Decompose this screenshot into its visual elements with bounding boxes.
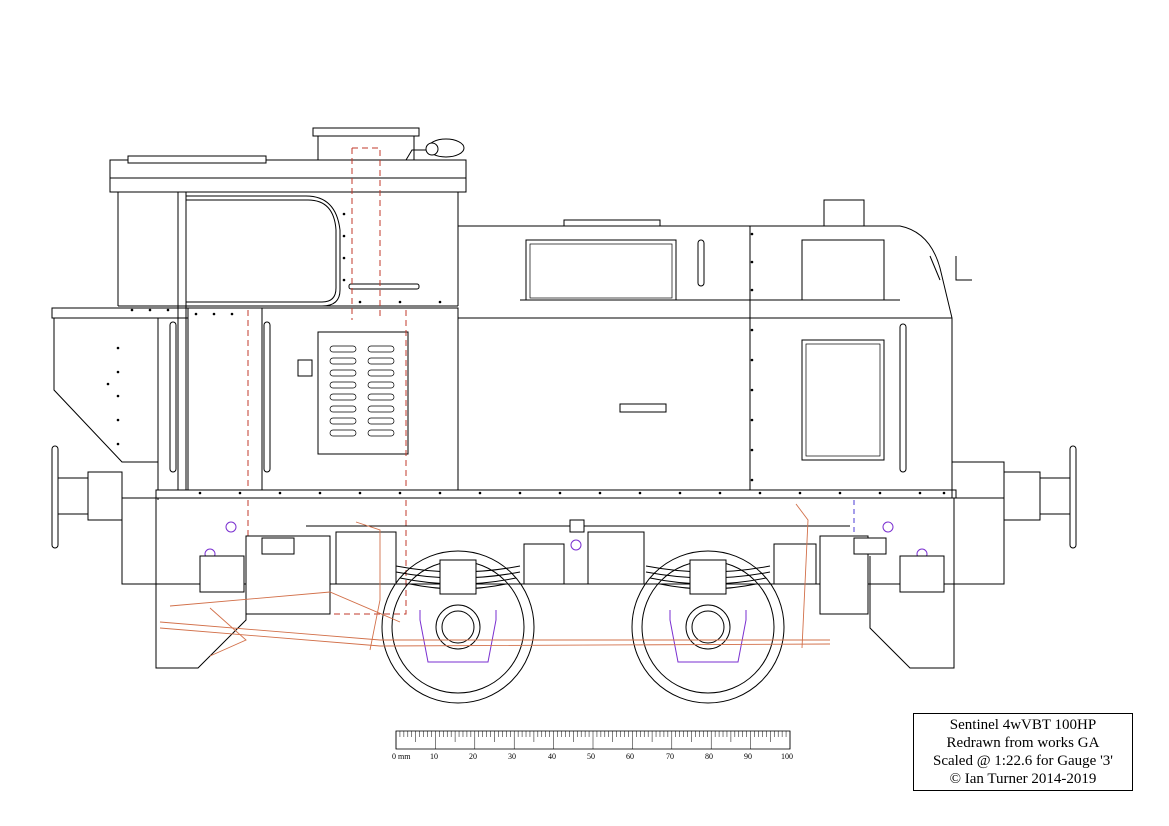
whistle xyxy=(405,138,465,161)
spring-hangers xyxy=(306,519,850,585)
wheel-rear xyxy=(631,550,785,704)
side-door-lower-right xyxy=(801,339,885,461)
engine-casing xyxy=(458,199,972,495)
spring-rear xyxy=(645,559,771,595)
chimney xyxy=(312,127,420,161)
buffer-right xyxy=(951,445,1077,549)
underframe-tanks xyxy=(199,535,945,615)
boiler-compartment xyxy=(187,307,459,495)
scale-label-50: 50 xyxy=(587,752,595,761)
scale-bar: 0 mm 10 20 30 40 50 60 70 80 90 100 xyxy=(392,730,793,761)
spring-front xyxy=(395,559,521,595)
scale-label-0: 0 mm xyxy=(392,752,411,761)
side-door-upper-left xyxy=(525,239,677,301)
scale-label-10: 10 xyxy=(430,752,438,761)
cab-roof xyxy=(109,155,467,306)
cab-window xyxy=(185,195,341,307)
rivets xyxy=(106,212,946,495)
title-line-scale: Scaled @ 1:22.6 for Gauge '3' xyxy=(932,753,1113,769)
buffer-left xyxy=(51,445,123,549)
scale-ticks xyxy=(395,731,791,749)
scale-label-90: 90 xyxy=(744,752,752,761)
title-line-source: Redrawn from works GA xyxy=(946,735,1100,751)
scale-label-30: 30 xyxy=(508,752,516,761)
scale-label-60: 60 xyxy=(626,752,634,761)
title-line-model: Sentinel 4wVBT 100HP xyxy=(949,717,1097,733)
scale-label-70: 70 xyxy=(666,752,674,761)
scale-label-100: 100 xyxy=(781,752,793,761)
scale-label-80: 80 xyxy=(705,752,713,761)
title-line-copyright: © Ian Turner 2014-2019 xyxy=(949,771,1097,787)
title-block: Sentinel 4wVBT 100HP Redrawn from works … xyxy=(913,713,1133,791)
cab xyxy=(118,191,458,493)
side-door-upper-right xyxy=(801,239,885,301)
scale-label-20: 20 xyxy=(469,752,477,761)
scale-label-40: 40 xyxy=(548,752,556,761)
brake-rigging xyxy=(159,503,831,657)
louvre-slats xyxy=(329,345,395,437)
coal-bunker xyxy=(51,307,189,500)
